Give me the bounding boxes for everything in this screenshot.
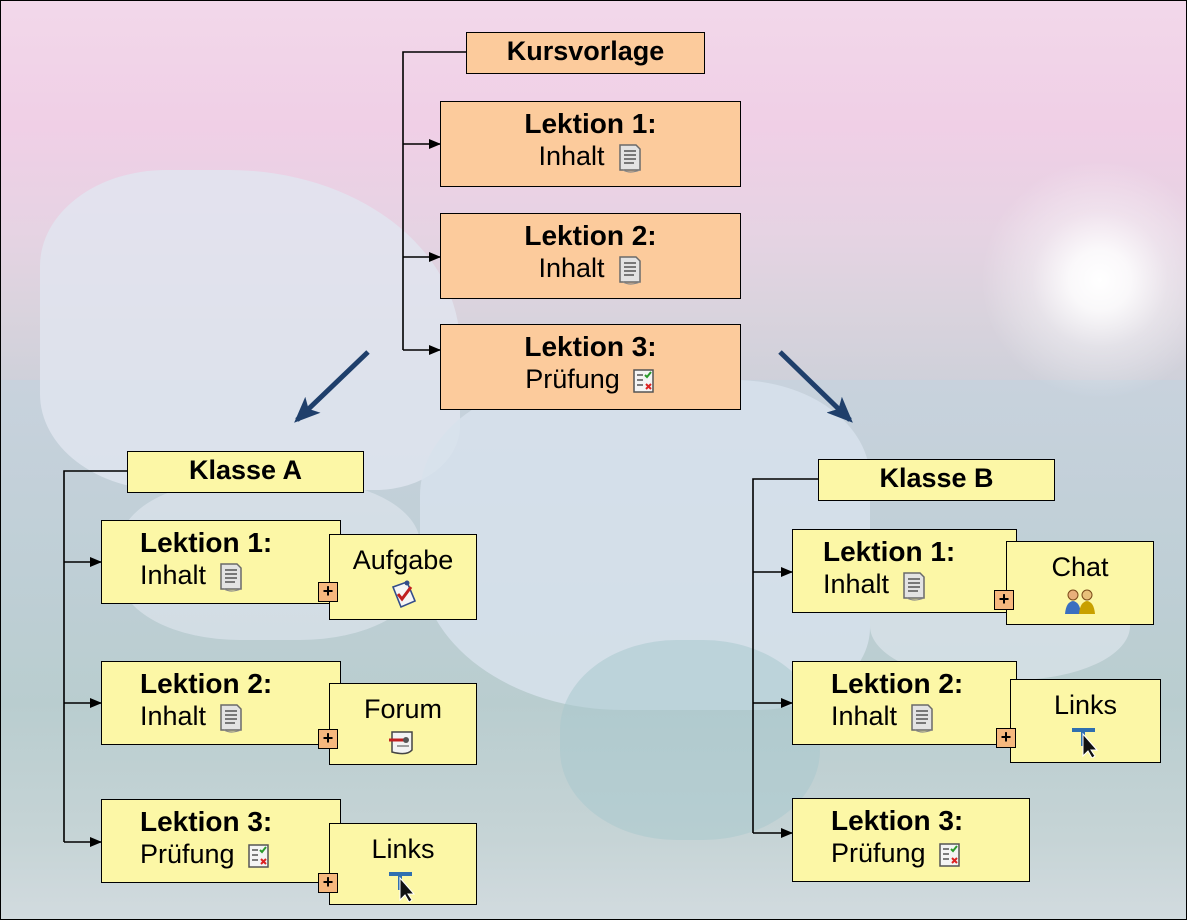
activity-label: Chat <box>1051 552 1109 582</box>
class-b-tree-lines <box>752 478 818 838</box>
lesson-heading: Lektion 1: <box>823 536 956 567</box>
lesson-heading: Lektion 1: <box>524 108 657 139</box>
arrow-to-class-b <box>778 350 853 423</box>
chat-icon <box>1065 589 1095 614</box>
lesson-heading: Lektion 2: <box>831 668 964 699</box>
template-title-box: Kursvorlage <box>466 32 705 74</box>
class-a-title: Klasse A <box>188 455 303 485</box>
activity-label: Aufgabe <box>352 545 454 575</box>
class-b-lesson-1: Lektion 1: Inhalt <box>792 529 1017 613</box>
class-b-lesson-2: Lektion 2: Inhalt <box>792 661 1017 745</box>
class-b-title: Klasse B <box>879 463 994 493</box>
document-icon <box>903 572 925 601</box>
forum-icon <box>389 731 413 755</box>
class-a-activity-links: Links <box>329 823 477 905</box>
class-a-lesson-1: Lektion 1: Inhalt <box>101 520 341 604</box>
lesson-heading: Lektion 3: <box>831 805 964 836</box>
checklist-icon <box>247 844 269 868</box>
document-icon <box>220 704 242 733</box>
lesson-heading: Lektion 2: <box>524 220 657 251</box>
lesson-subtitle: Inhalt <box>823 569 890 599</box>
lesson-heading: Lektion 1: <box>140 527 273 558</box>
document-icon <box>618 256 641 285</box>
activity-label: Links <box>1053 690 1118 720</box>
lesson-subtitle: Inhalt <box>538 253 605 283</box>
template-lesson-3: Lektion 3: Prüfung <box>440 324 741 410</box>
lesson-heading: Lektion 3: <box>524 331 657 362</box>
class-a-activity-aufgabe: Aufgabe <box>329 534 477 620</box>
expand-plus-button[interactable]: + <box>994 590 1014 610</box>
links-icon <box>389 872 416 902</box>
template-title: Kursvorlage <box>506 36 665 66</box>
document-icon <box>220 563 242 592</box>
sun-glow <box>980 160 1187 400</box>
class-a-lesson-3: Lektion 3: Prüfung <box>101 799 341 883</box>
lesson-subtitle: Inhalt <box>140 560 207 590</box>
links-icon <box>1071 728 1098 758</box>
lesson-subtitle: Inhalt <box>538 141 605 171</box>
lesson-heading: Lektion 2: <box>140 668 273 699</box>
expand-plus-button[interactable]: + <box>318 582 338 602</box>
class-a-title-box: Klasse A <box>127 451 364 493</box>
class-b-activity-chat: Chat <box>1006 541 1154 625</box>
class-b-title-box: Klasse B <box>818 459 1055 501</box>
lesson-subtitle: Inhalt <box>140 701 207 731</box>
assignment-icon <box>391 580 417 609</box>
class-a-lesson-2: Lektion 2: Inhalt <box>101 661 341 745</box>
lesson-heading: Lektion 3: <box>140 806 273 837</box>
template-lesson-1: Lektion 1: Inhalt <box>440 101 741 187</box>
lesson-subtitle: Prüfung <box>140 839 235 869</box>
iceberg-shape <box>40 170 460 490</box>
activity-label: Links <box>371 834 435 864</box>
expand-plus-button[interactable]: + <box>318 729 338 749</box>
checklist-icon <box>633 369 654 393</box>
activity-label: Forum <box>363 694 442 724</box>
document-icon <box>618 144 641 173</box>
lesson-subtitle: Prüfung <box>525 364 620 394</box>
class-a-tree-lines <box>63 470 127 847</box>
class-b-activity-links: Links <box>1010 679 1161 763</box>
lesson-subtitle: Inhalt <box>831 701 898 731</box>
template-lesson-2: Lektion 2: Inhalt <box>440 213 741 299</box>
template-tree-lines <box>402 51 466 355</box>
document-icon <box>911 704 933 733</box>
expand-plus-button[interactable]: + <box>996 728 1016 748</box>
expand-plus-button[interactable]: + <box>318 873 338 893</box>
lesson-subtitle: Prüfung <box>831 838 926 868</box>
arrow-to-class-a <box>294 350 370 423</box>
class-b-lesson-3: Lektion 3: Prüfung <box>792 798 1030 882</box>
class-a-activity-forum: Forum <box>329 683 477 765</box>
checklist-icon <box>938 843 960 867</box>
water-reflection <box>560 640 820 840</box>
